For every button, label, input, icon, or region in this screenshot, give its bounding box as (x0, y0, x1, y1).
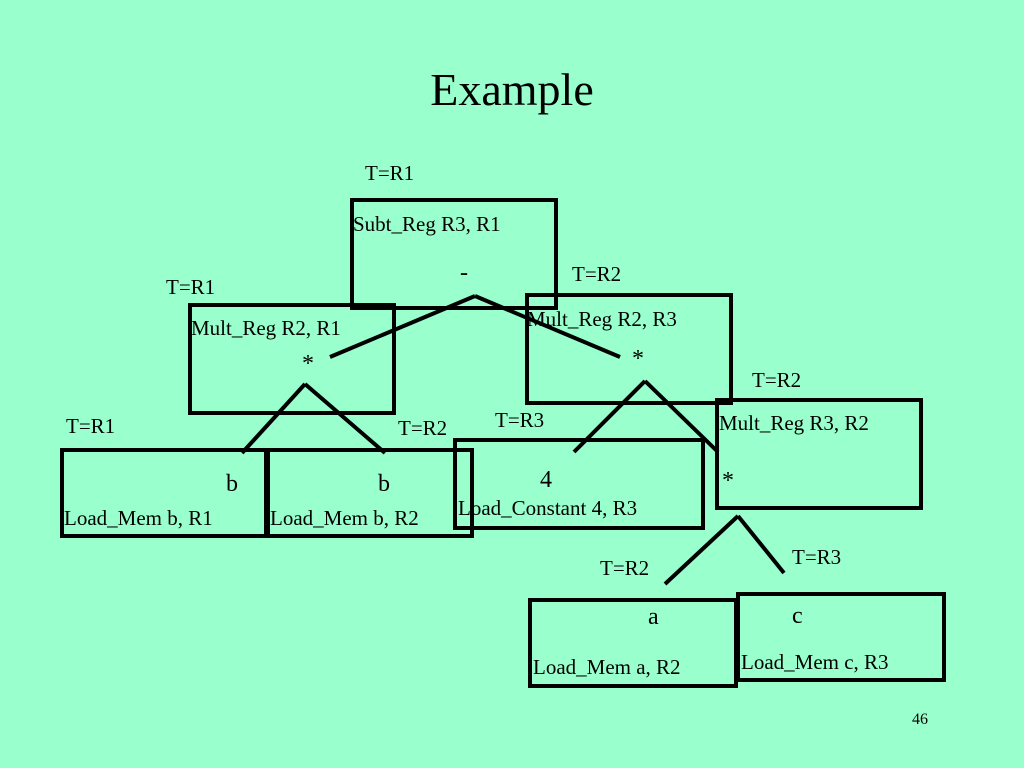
node-box-load-b1 (60, 448, 270, 538)
t-label-load-b1: T=R1 (66, 414, 116, 438)
t-label-mult-right: T=R2 (572, 262, 622, 286)
op-label-mult-inner: * (722, 468, 734, 494)
op-label-load-a: a (648, 604, 659, 630)
node-box-load-c (736, 592, 946, 682)
instr-label-mult-inner: Mult_Reg R3, R2 (719, 411, 869, 435)
edge-mult-right-to-mult-inner (643, 379, 720, 454)
instr-label-load-c: Load_Mem c, R3 (741, 650, 889, 674)
instr-label-subt: Subt_Reg R3, R1 (353, 212, 501, 236)
edge-mult-inner-to-a (663, 514, 740, 586)
node-box-load-b2 (264, 448, 474, 538)
t-label-load-4: T=R3 (495, 408, 545, 432)
node-box-mult-left (188, 303, 396, 415)
op-label-load-b1: b (226, 471, 238, 497)
slide-title: Example (430, 64, 594, 115)
op-label-subt: - (460, 260, 468, 286)
instr-label-load-4: Load_Constant 4, R3 (458, 496, 638, 520)
node-box-mult-right (525, 293, 733, 405)
instr-label-load-b2: Load_Mem b, R2 (270, 506, 419, 530)
node-box-subt (350, 198, 558, 310)
op-label-load-4: 4 (540, 467, 552, 493)
op-label-load-b2: b (378, 471, 390, 497)
node-box-load-4 (453, 438, 705, 530)
edge-mult-left-to-b2 (303, 382, 387, 455)
instr-label-mult-left: Mult_Reg R2, R1 (191, 316, 341, 340)
instr-label-mult-right: Mult_Reg R2, R3 (527, 307, 677, 331)
instr-label-load-a: Load_Mem a, R2 (533, 655, 681, 679)
edge-mult-inner-to-c (736, 514, 786, 575)
op-label-mult-left: * (302, 351, 314, 377)
t-label-load-a: T=R2 (600, 556, 650, 580)
edge-mult-left-to-b1 (240, 382, 307, 455)
t-label-load-b2: T=R2 (398, 416, 448, 440)
slide-number: 46 (912, 711, 928, 728)
node-box-mult-inner (715, 398, 923, 510)
t-label-mult-inner: T=R2 (752, 368, 802, 392)
t-label-mult-left: T=R1 (166, 275, 216, 299)
t-label-subt: T=R1 (365, 161, 415, 185)
op-label-mult-right: * (632, 346, 644, 372)
t-label-load-c: T=R3 (792, 545, 842, 569)
instr-label-load-b1: Load_Mem b, R1 (64, 506, 213, 530)
op-label-load-c: c (792, 603, 803, 629)
